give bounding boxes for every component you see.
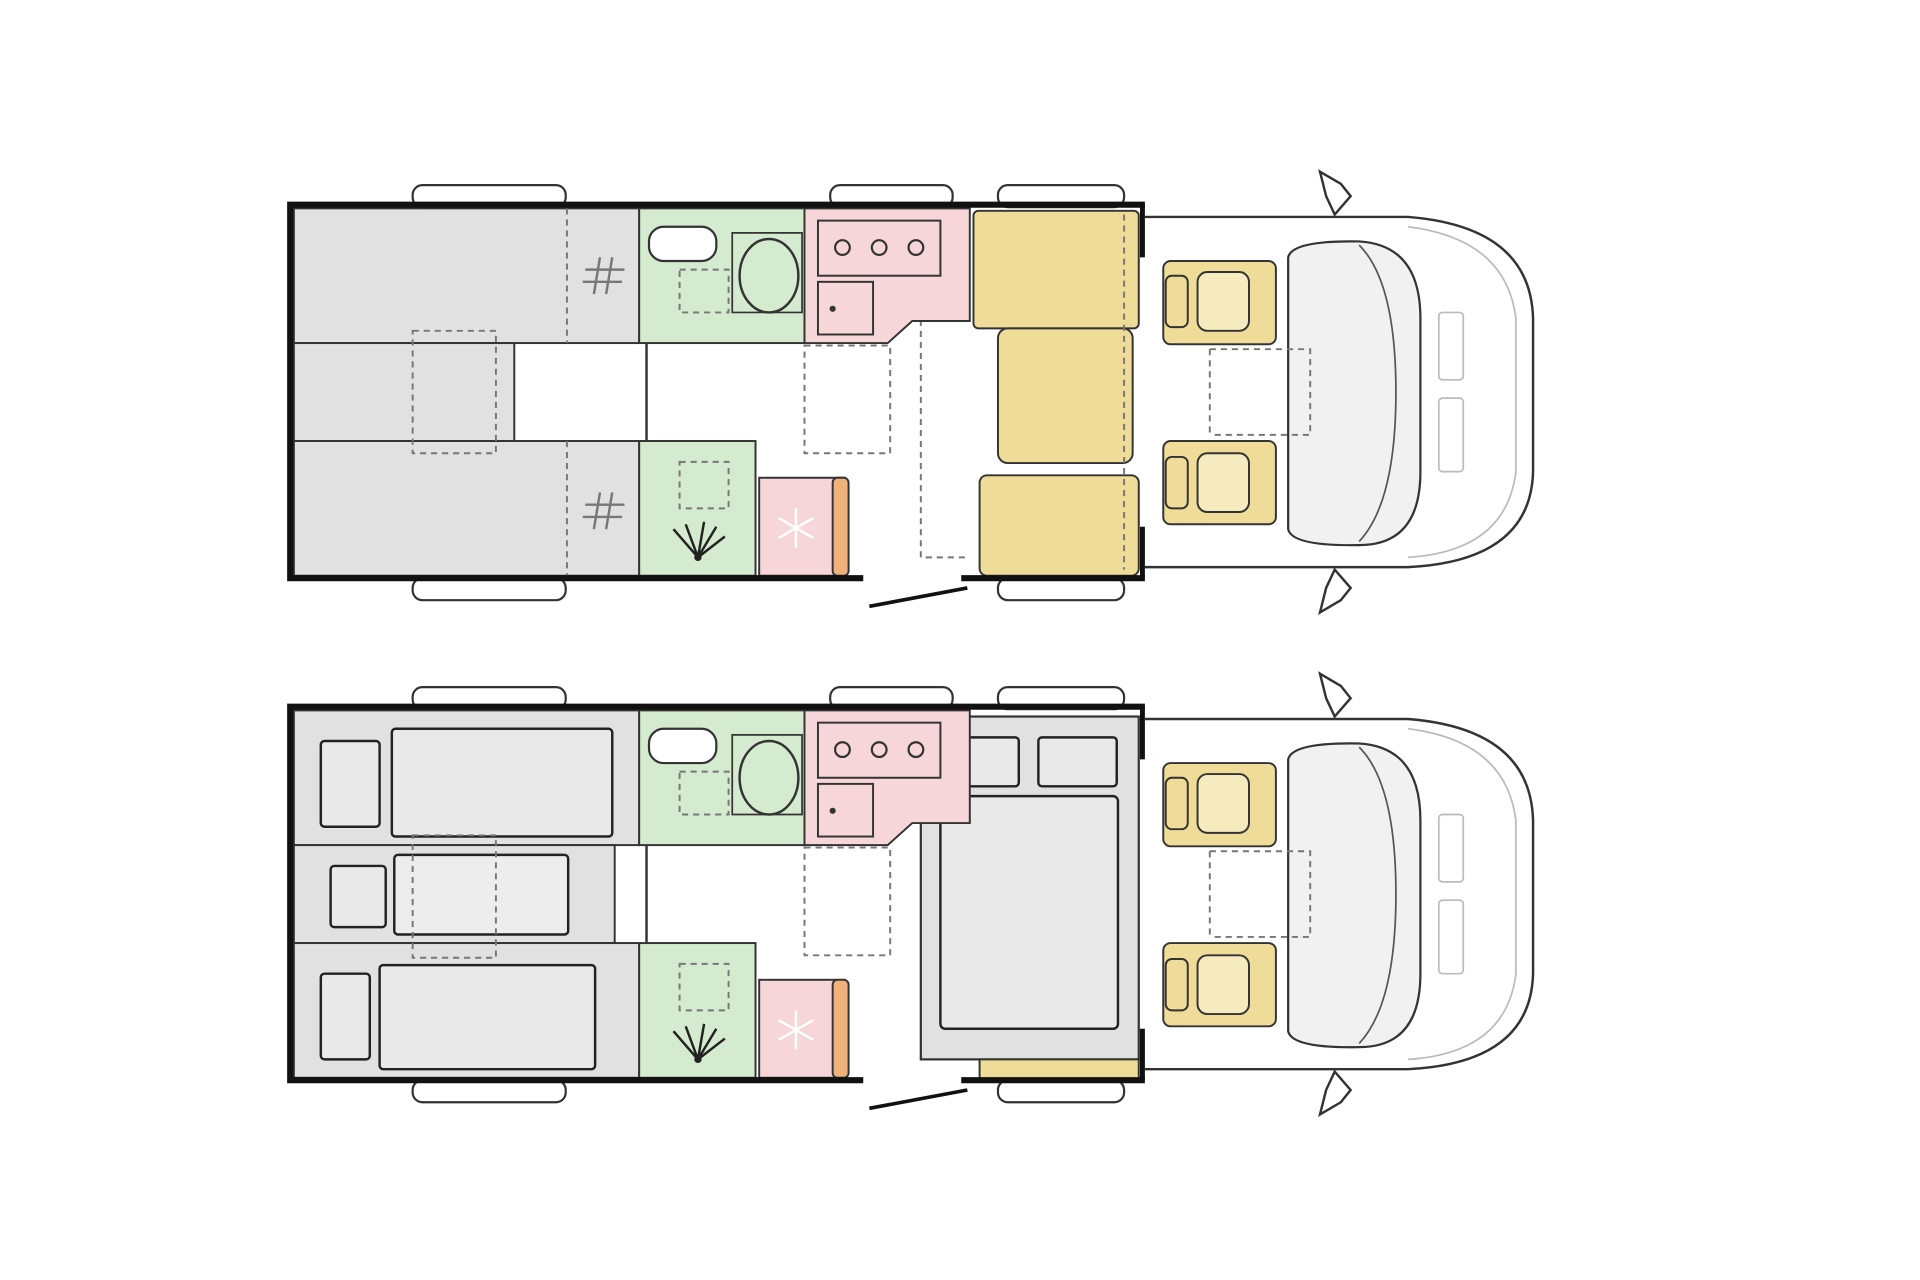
front-double-bed xyxy=(919,715,1140,1080)
rear-beds-made-up xyxy=(292,709,641,1079)
night-layout-plan xyxy=(290,674,1533,1115)
day-layout-plan xyxy=(290,172,1533,613)
rear-bed-area xyxy=(292,207,641,577)
dinette-seating xyxy=(919,209,1140,577)
storage-hatch-icon xyxy=(582,257,625,530)
